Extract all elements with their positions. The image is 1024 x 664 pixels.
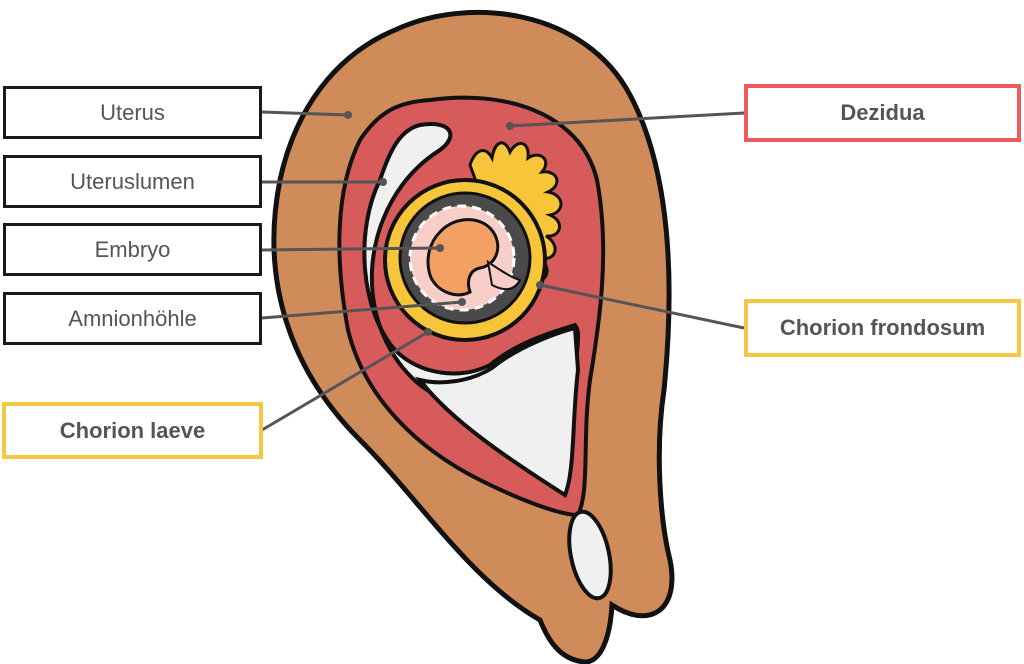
label-chorion-frondosum: Chorion frondosum [744,299,1021,357]
label-amnionhoehle: Amnionhöhle [3,292,262,345]
label-uteruslumen: Uteruslumen [3,155,262,208]
pointer-embryo [261,246,441,252]
cervix-opening [567,509,613,601]
pointer-amnionhoehle [261,300,463,320]
pointer-uterus [261,110,349,117]
label-chorion-laeve: Chorion laeve [2,402,263,459]
uterus-lumen-lower [415,325,581,498]
label-dezidua: Dezidua [744,84,1021,142]
pointer-lines [261,110,745,432]
pointer-dots [344,111,544,336]
pointer-chorion-laeve [261,330,429,432]
pointer-dezidua [509,111,745,128]
embryo-shape [426,218,500,297]
label-embryo: Embryo [3,223,262,276]
pointer-chorion-frondosum [539,283,745,330]
label-uterus: Uterus [3,86,262,139]
embryo-yolk-stalk [486,259,522,291]
